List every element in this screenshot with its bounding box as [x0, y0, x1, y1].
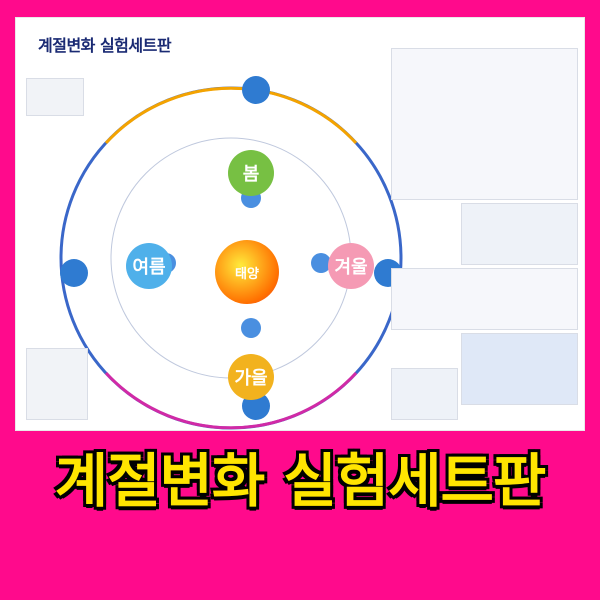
right-panel-3 — [391, 268, 578, 330]
right-panel-1 — [391, 48, 578, 200]
banner: 계절변화 실험세트판 — [12, 426, 588, 536]
right-panel-5 — [391, 368, 458, 420]
banner-title: 계절변화 실험세트판 — [54, 447, 546, 515]
poster-board: 계절변화 실험세트판 봄 여름 가을 겨울 태양 — [16, 18, 584, 430]
season-winter: 겨울 — [328, 243, 374, 289]
earth-inner-right — [311, 253, 331, 273]
earth-top — [242, 76, 270, 104]
left-info-panel-bottom — [26, 348, 88, 420]
season-autumn: 가을 — [228, 354, 274, 400]
orbit-arc-spring — [104, 86, 358, 145]
right-panel-4 — [461, 333, 578, 405]
season-spring: 봄 — [228, 150, 274, 196]
sun-center: 태양 — [215, 240, 279, 304]
orbit-arc-autumn — [104, 371, 358, 430]
season-summer: 여름 — [126, 243, 172, 289]
earth-left — [60, 259, 88, 287]
left-info-panel-top — [26, 78, 84, 116]
right-panel-2 — [461, 203, 578, 265]
poster-title: 계절변화 실험세트판 — [38, 36, 172, 55]
earth-inner-bottom — [241, 318, 261, 338]
